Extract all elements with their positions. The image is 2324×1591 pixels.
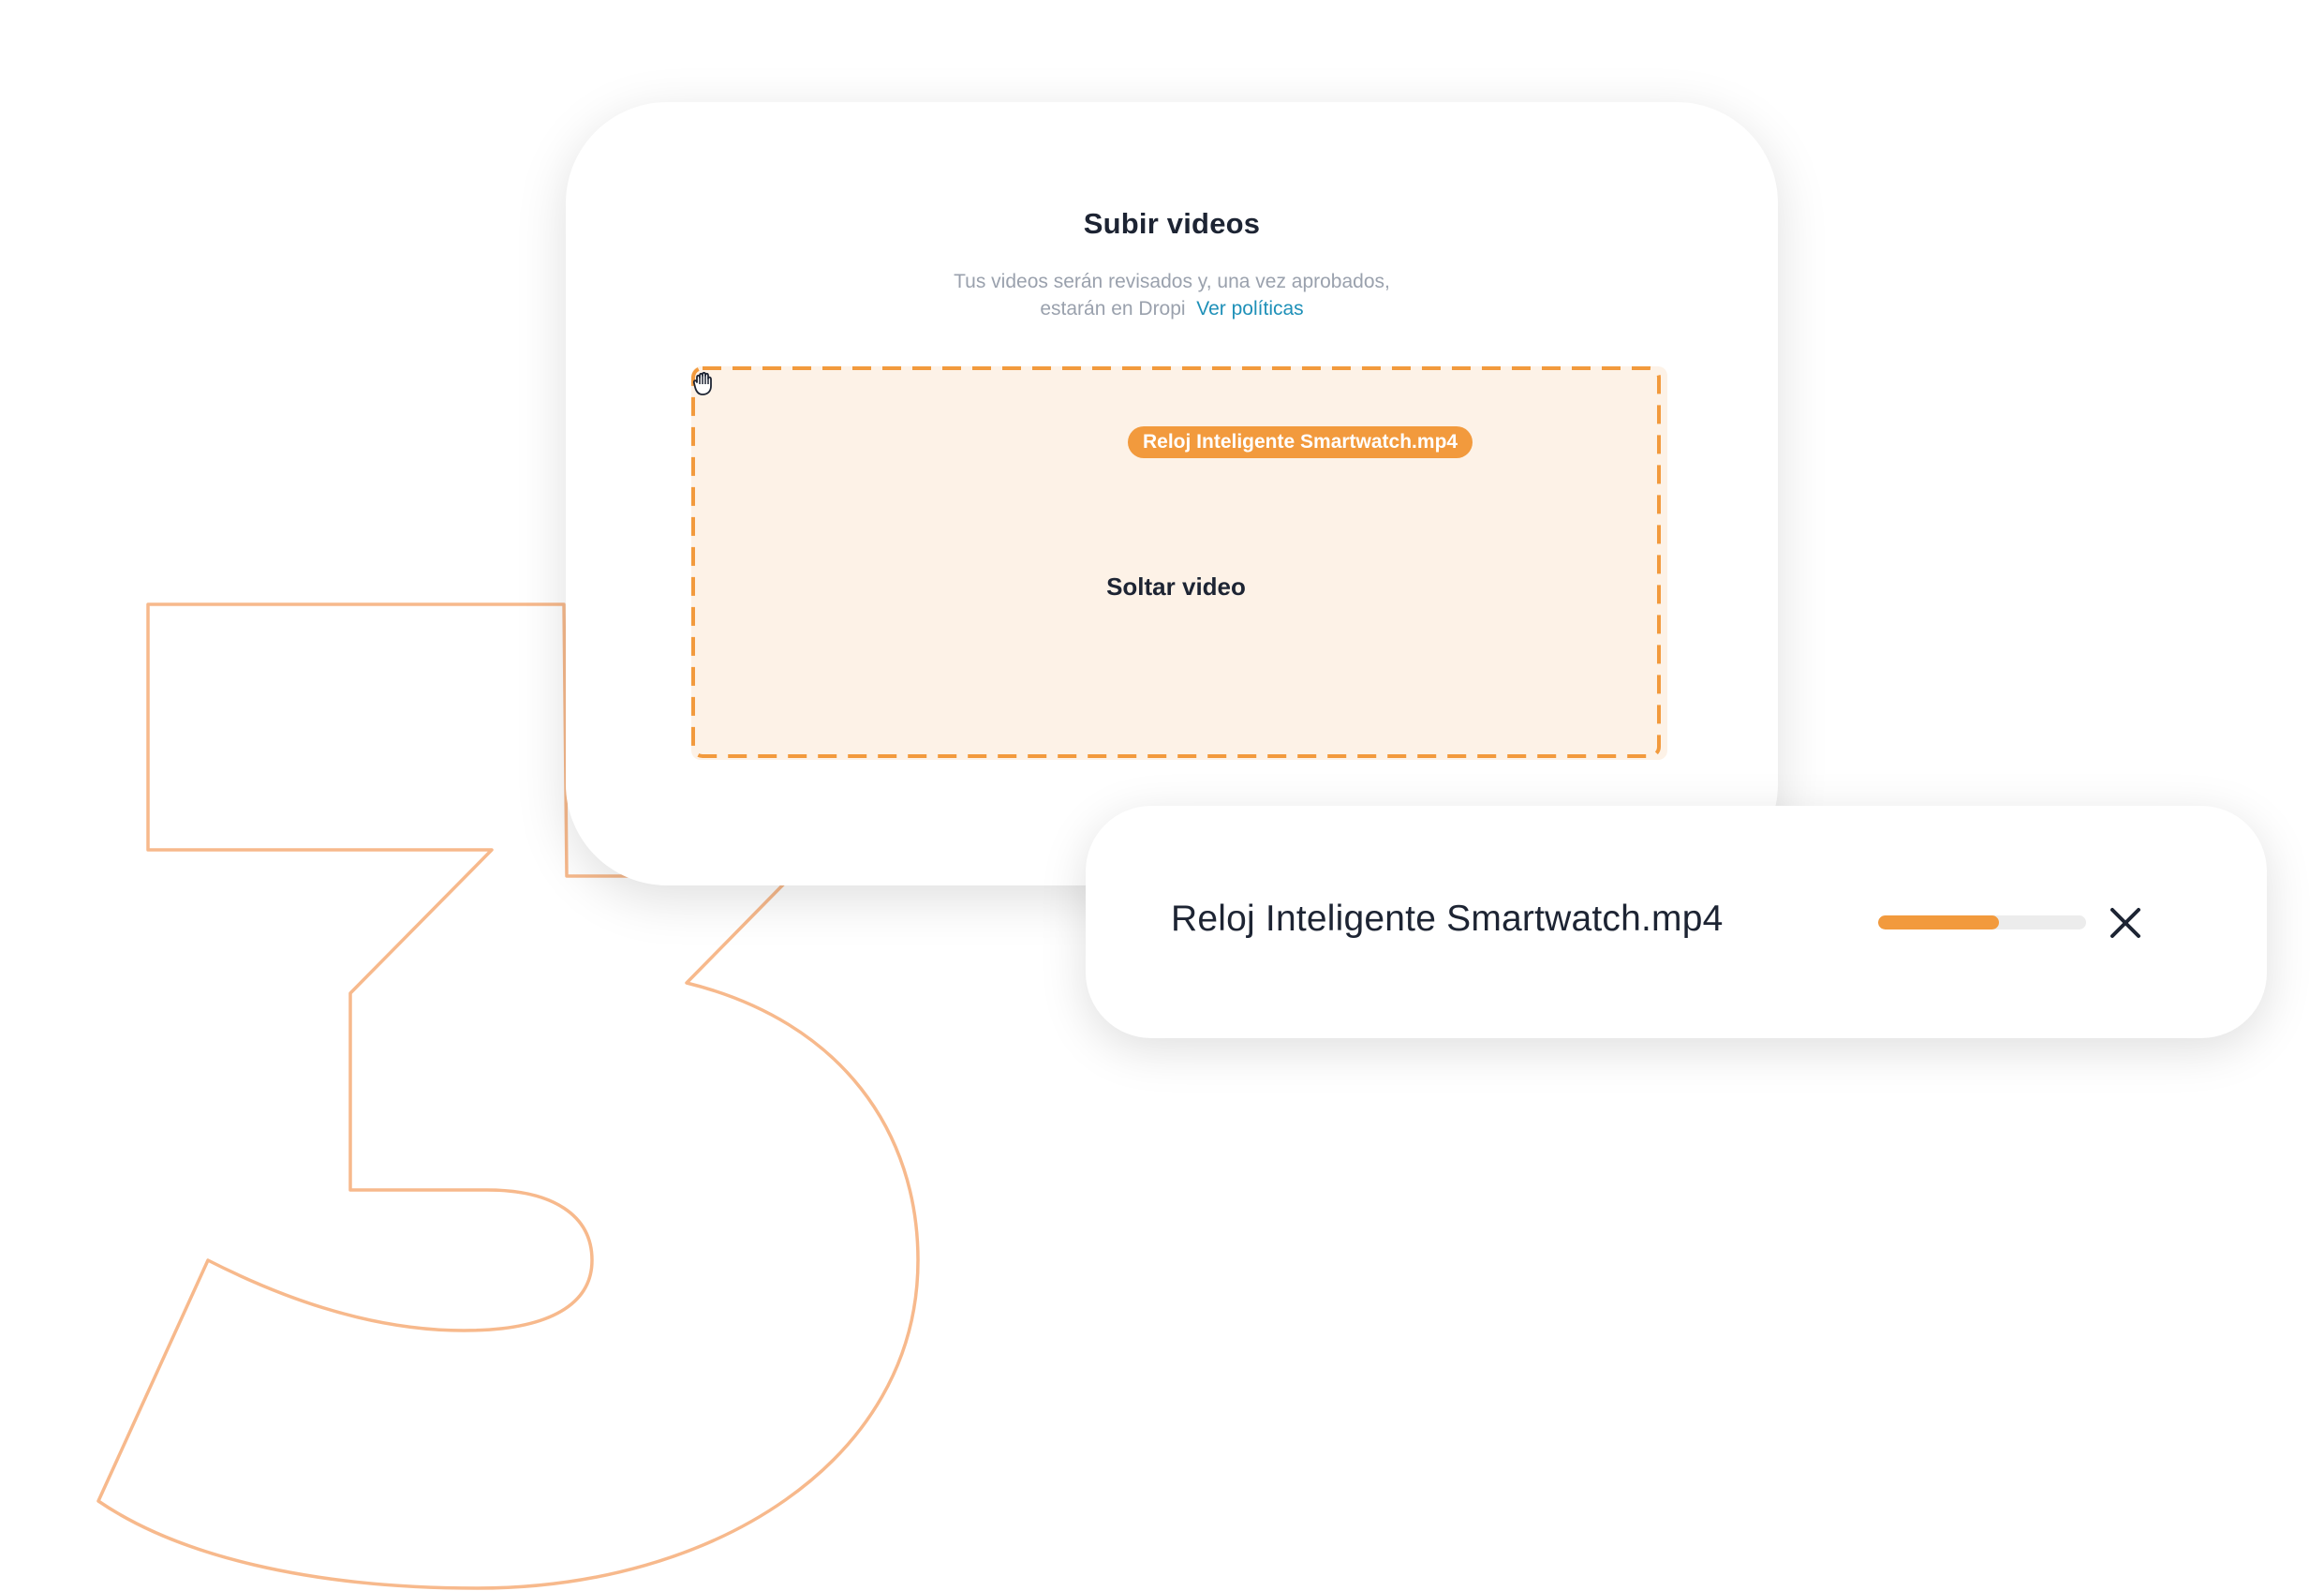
- close-icon[interactable]: [2102, 900, 2149, 946]
- drop-zone-dashed-border: [691, 366, 1661, 758]
- description-line-1: Tus videos serán revisados y, una vez ap…: [954, 271, 1390, 292]
- upload-progress-card: Reloj Inteligente Smartwatch.mp4: [1086, 806, 2267, 1038]
- grab-cursor-icon: [692, 371, 712, 395]
- dialog-title: Subir videos: [1083, 207, 1261, 240]
- video-drop-zone[interactable]: Reloj Inteligente Smartwatch.mp4 Soltar …: [691, 366, 1667, 760]
- upload-dialog: Subir videos Tus videos serán revisados …: [566, 102, 1778, 885]
- uploading-file-name: Reloj Inteligente Smartwatch.mp4: [1171, 899, 1724, 939]
- dragged-file-chip[interactable]: Reloj Inteligente Smartwatch.mp4: [1128, 426, 1473, 458]
- description-line-2: estarán en Dropi Ver políticas: [566, 295, 1778, 322]
- upload-progress-fill: [1878, 915, 1999, 929]
- policy-link[interactable]: Ver políticas: [1196, 298, 1304, 320]
- dialog-description: Tus videos serán revisados y, una vez ap…: [566, 268, 1778, 322]
- upload-progress-bar: [1878, 915, 2086, 929]
- drop-label: Soltar video: [1106, 572, 1246, 601]
- description-line-2-text: estarán en Dropi: [1040, 298, 1186, 320]
